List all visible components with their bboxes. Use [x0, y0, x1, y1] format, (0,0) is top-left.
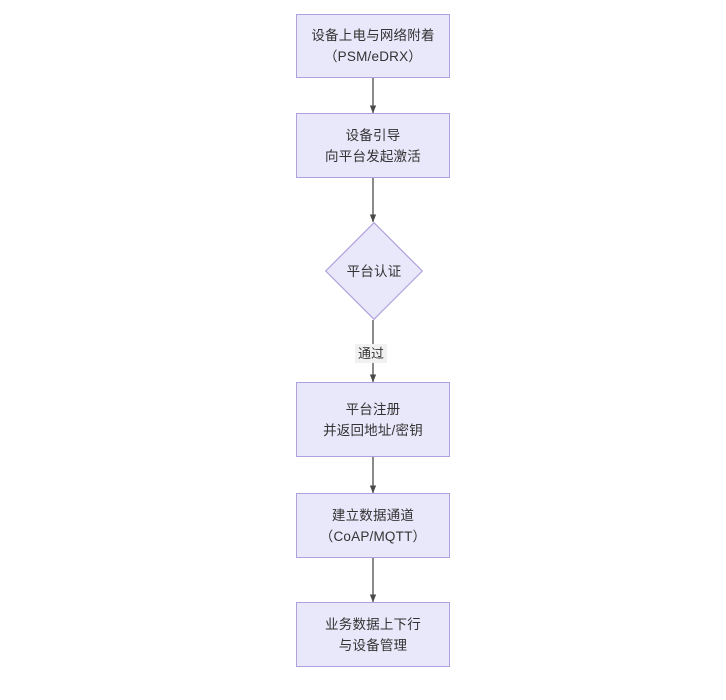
flow-node-label: 设备引导 向平台发起激活: [325, 127, 421, 164]
flow-node-label: 平台注册 并返回地址/密钥: [323, 401, 423, 438]
flow-node-n5[interactable]: 建立数据通道 （CoAP/MQTT）: [296, 493, 450, 558]
flow-node-n2[interactable]: 设备引导 向平台发起激活: [296, 113, 450, 178]
decision-diamond-shape: [325, 222, 423, 320]
flow-node-label: 建立数据通道 （CoAP/MQTT）: [319, 507, 427, 544]
flow-node-n3[interactable]: 平台认证: [325, 222, 423, 320]
flow-node-n1[interactable]: 设备上电与网络附着 （PSM/eDRX）: [296, 14, 450, 78]
flow-node-label: 设备上电与网络附着 （PSM/eDRX）: [311, 28, 435, 64]
flow-node-n6[interactable]: 业务数据上下行 与设备管理: [296, 602, 450, 667]
edge-label-e3: 通过: [355, 344, 388, 363]
flow-node-n4[interactable]: 平台注册 并返回地址/密钥: [296, 382, 450, 457]
flow-node-label: 平台认证: [346, 263, 402, 279]
flow-node-label: 业务数据上下行 与设备管理: [325, 616, 421, 653]
